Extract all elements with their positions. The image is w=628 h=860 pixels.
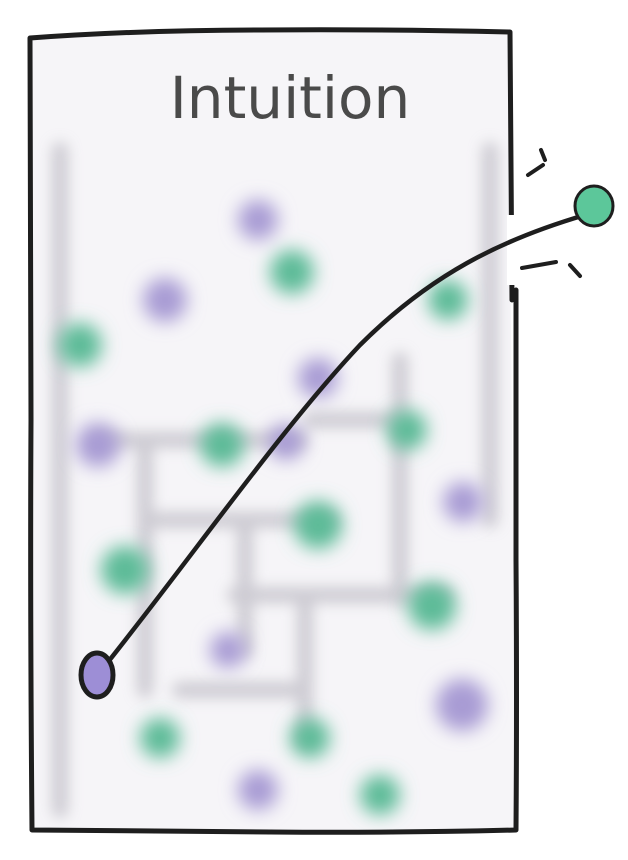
spark-line xyxy=(526,163,545,177)
purple-dot xyxy=(238,200,278,240)
green-dot xyxy=(270,250,314,294)
purple-dot xyxy=(298,358,338,398)
green-dot xyxy=(294,501,342,549)
purple-dot xyxy=(143,278,187,322)
purple-dot xyxy=(210,632,246,668)
green-dot xyxy=(58,323,102,367)
green-dot xyxy=(428,280,468,320)
green-dot xyxy=(200,423,244,467)
diagram-title: Intuition xyxy=(170,64,411,132)
purple-dot xyxy=(443,482,483,522)
blurred-dots xyxy=(58,200,488,815)
spark-line xyxy=(568,263,582,278)
green-dot xyxy=(140,718,180,758)
frame-gap xyxy=(507,215,525,285)
frame-border xyxy=(27,27,519,835)
green-end-dot xyxy=(573,184,615,228)
purple-dot xyxy=(268,424,304,460)
hand-drawn-curve xyxy=(97,212,588,675)
green-dot xyxy=(387,410,427,450)
green-dot xyxy=(408,582,456,630)
purple-dot xyxy=(76,423,120,467)
spark-lines xyxy=(520,148,582,278)
green-dot xyxy=(290,718,330,758)
spark-line xyxy=(539,148,547,162)
spark-line xyxy=(520,260,558,270)
purple-start-dot xyxy=(78,650,116,700)
green-dot xyxy=(360,775,400,815)
green-dot xyxy=(101,546,149,594)
purple-dot xyxy=(436,679,488,731)
purple-dot xyxy=(238,770,278,810)
